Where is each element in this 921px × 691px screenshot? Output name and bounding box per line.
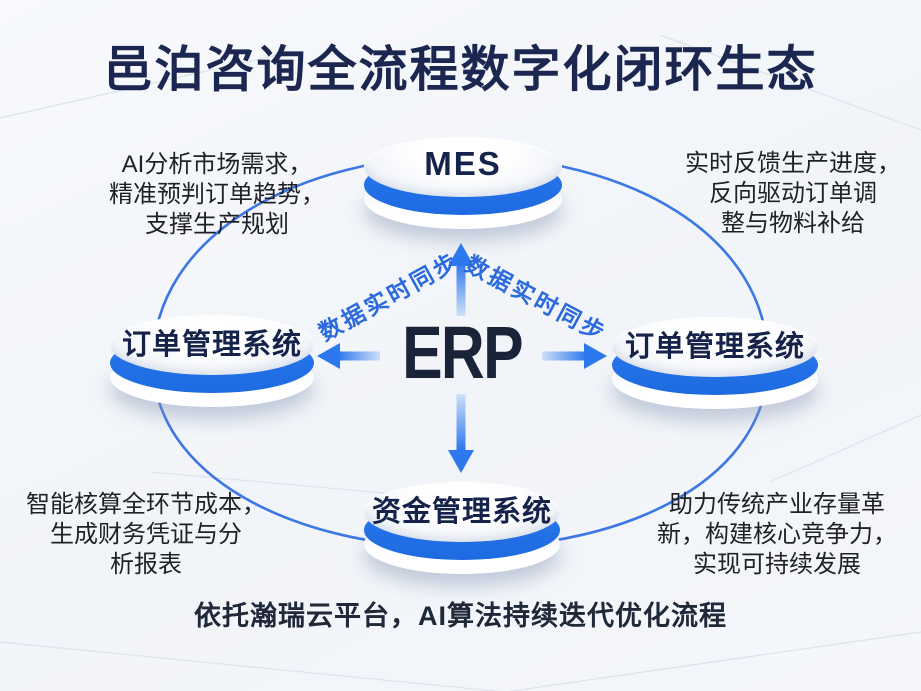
- node-order-left-face: 订单管理系统: [110, 315, 314, 375]
- node-mes-face: MES: [364, 137, 562, 197]
- node-order-left-label: 订单管理系统: [121, 329, 302, 361]
- annotation-line: 智能核算全环节成本，: [26, 491, 266, 518]
- node-order-left: 订单管理系统: [110, 315, 314, 407]
- footer-caption: 依托瀚瑞云平台，AI算法持续迭代优化流程: [194, 601, 727, 631]
- node-mes-label: MES: [424, 145, 502, 182]
- node-funds-face: 资金管理系统: [364, 482, 560, 542]
- node-mes: MES: [364, 137, 562, 229]
- annotation-line: 反向驱动订单调: [709, 180, 877, 207]
- annotation-line: 实时反馈生产进度，: [685, 150, 901, 177]
- node-order-right-face: 订单管理系统: [612, 317, 818, 377]
- annotation-bottom-left: 智能核算全环节成本， 生成财务凭证与分 析报表: [0, 490, 292, 580]
- annotation-line: 生成财务凭证与分: [50, 521, 242, 548]
- annotation-line: 整与物料补给: [721, 210, 865, 237]
- annotation-line: 析报表: [110, 551, 182, 578]
- center-erp-label: ERP: [402, 310, 523, 394]
- annotation-line: 支撑生产规划: [145, 211, 289, 238]
- node-funds-label: 资金管理系统: [371, 496, 552, 528]
- annotation-bottom-right: 助力传统产业存量革 新，构建核心竞争力， 实现可持续发展: [632, 490, 921, 580]
- node-funds: 资金管理系统: [364, 482, 560, 574]
- node-order-right-label: 订单管理系统: [624, 331, 805, 363]
- annotation-line: AI分析市场需求，: [121, 151, 313, 178]
- annotation-top-left: AI分析市场需求， 精准预判订单趋势， 支撑生产规划: [67, 150, 367, 240]
- arrow-down: [448, 394, 474, 473]
- annotation-line: 助力传统产业存量革: [669, 491, 885, 518]
- annotation-top-right: 实时反馈生产进度， 反向驱动订单调 整与物料补给: [648, 149, 921, 239]
- annotation-line: 实现可持续发展: [693, 551, 861, 578]
- page-title: 邑泊咨询全流程数字化闭环生态: [103, 43, 818, 97]
- annotation-line: 新，构建核心竞争力，: [657, 521, 897, 548]
- annotation-line: 精准预判订单趋势，: [109, 181, 325, 208]
- node-order-right: 订单管理系统: [612, 317, 818, 409]
